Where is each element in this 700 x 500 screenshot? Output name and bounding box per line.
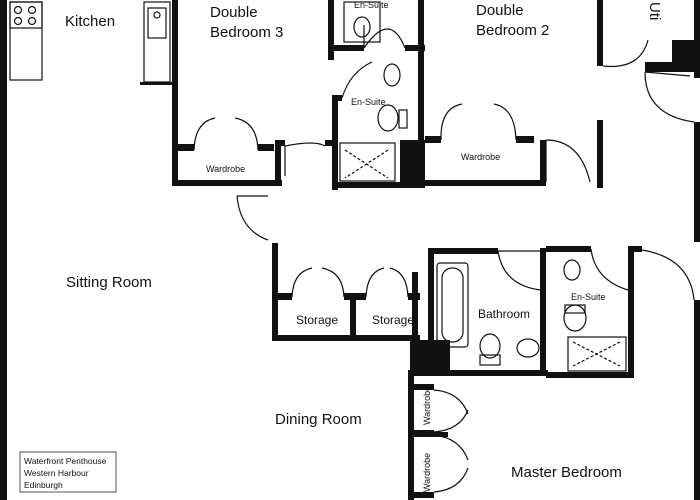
sink-icon	[563, 259, 581, 281]
wardrobe-bed3-label: Wardrobe	[206, 164, 245, 174]
doors	[193, 25, 695, 493]
kitchen-sink-icon	[147, 7, 167, 39]
ensuite-mid-label: En-Suite	[351, 97, 386, 107]
legend-line-2: Western Harbour	[24, 468, 89, 478]
bathroom-label: Bathroom	[478, 307, 530, 321]
wardrobe-master-1-label: Wardrobe	[422, 386, 432, 425]
legend-line-3: Edinburgh	[24, 480, 63, 490]
toilet-icon	[563, 304, 587, 332]
legend-line-1: Waterfront Penthouse	[24, 456, 107, 466]
hob-icon	[9, 1, 43, 29]
sitting-room-label: Sitting Room	[66, 274, 152, 291]
ensuite-right-label: En-Suite	[571, 292, 606, 302]
shower-icon	[567, 336, 627, 372]
room-labels: Kitchen Double Bedroom 3 Double Bedroom …	[65, 0, 663, 492]
property-legend: Waterfront Penthouse Western Harbour Edi…	[19, 451, 117, 493]
double-bedroom-3-label-line2: Bedroom 3	[210, 24, 283, 41]
storage-1-label: Storage	[296, 313, 338, 327]
dining-room-label: Dining Room	[275, 411, 362, 428]
sink-icon	[516, 338, 540, 358]
double-bedroom-2-label-line2: Bedroom 2	[476, 22, 549, 39]
ensuite-top-label: En-Suite	[354, 0, 389, 10]
utility-label: Uti	[646, 2, 663, 20]
double-bedroom-3-label-line1: Double	[210, 4, 258, 21]
toilet-icon	[377, 104, 399, 132]
sink-icon	[353, 16, 371, 38]
bathtub-icon	[436, 262, 469, 348]
kitchen-label: Kitchen	[65, 13, 115, 30]
fixtures	[9, 1, 627, 372]
double-bedroom-2-label-line1: Double	[476, 2, 524, 19]
storage-2-label: Storage	[372, 313, 414, 327]
shower-icon	[339, 142, 396, 182]
sink-icon	[383, 63, 401, 87]
wardrobe-bed2-label: Wardrobe	[461, 152, 500, 162]
wardrobe-master-2-label: Wardrobe	[422, 453, 432, 492]
master-bedroom-label: Master Bedroom	[511, 464, 622, 481]
toilet-icon	[479, 333, 501, 359]
